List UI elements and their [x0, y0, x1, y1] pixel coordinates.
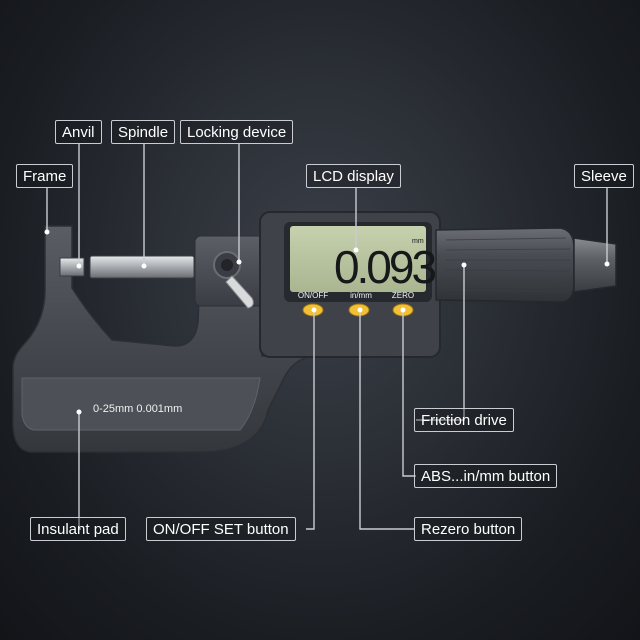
label-sleeve: Sleeve [574, 164, 634, 188]
label-anvil: Anvil [55, 120, 102, 144]
label-frame: Frame [16, 164, 74, 188]
zero-label: ZERO [392, 291, 414, 300]
label-on-off-button: ON/OFF SET button [146, 517, 296, 541]
label-lcd-display: LCD display [306, 164, 401, 188]
label-friction-drive: Friction drive [414, 408, 514, 432]
locking-device [213, 251, 254, 309]
label-abs-button: ABS...in/mm button [414, 464, 558, 488]
lcd-unit: mm [412, 238, 424, 245]
label-rezero-button: Rezero button [414, 517, 523, 541]
on-off-label: ON/OFF [298, 291, 328, 300]
label-locking-device: Locking device [180, 120, 294, 144]
frame-engraving: 0-25mm 0.001mm [93, 403, 182, 415]
in-mm-label: in/mm [350, 291, 372, 300]
leader-dots [44, 229, 610, 415]
leader-lines [46, 143, 608, 530]
sleeve [573, 237, 617, 293]
anvil [59, 257, 85, 277]
label-spindle: Spindle [111, 120, 176, 144]
label-insulant-pad: Insulant pad [30, 517, 126, 541]
lcd-reading: 0.093 [334, 241, 436, 293]
lcd-screen [290, 226, 426, 292]
